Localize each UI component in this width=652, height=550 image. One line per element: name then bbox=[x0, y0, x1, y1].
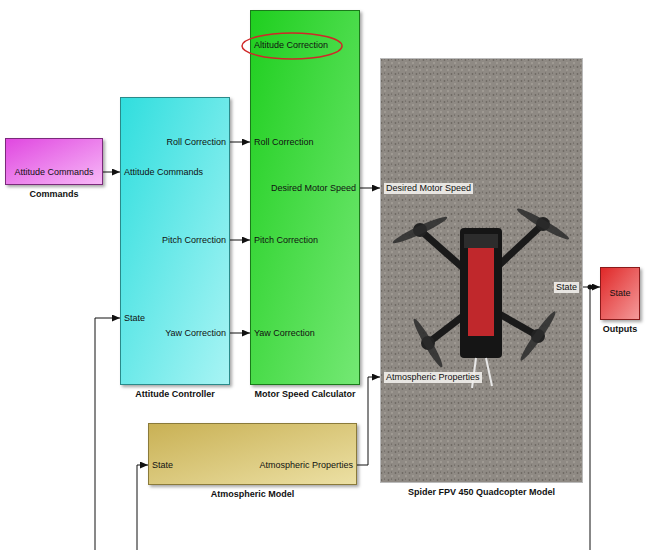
feedback-wire bbox=[95, 318, 120, 550]
propeller bbox=[515, 206, 571, 243]
port-label: State bbox=[152, 460, 173, 471]
controller-block: Attitude Commands Roll CorrectionPitch Co… bbox=[120, 97, 230, 385]
propeller bbox=[411, 317, 446, 369]
signal-wire bbox=[583, 287, 600, 288]
signal-wire bbox=[230, 333, 250, 334]
block-name: Spider FPV 450 Quadcopter Model bbox=[408, 487, 555, 498]
plant-block: Desired Motor SpeedStateAtmospheric Prop… bbox=[380, 58, 583, 483]
propeller bbox=[391, 214, 449, 247]
calculator-block: Altitude CorrectionRoll CorrectionDesire… bbox=[250, 10, 360, 385]
port-label: State bbox=[554, 282, 579, 293]
drone-body bbox=[460, 228, 502, 358]
port-label: Yaw Correction bbox=[254, 328, 315, 339]
source-block: Attitude CommandsCommands bbox=[5, 138, 103, 185]
signal-wire bbox=[360, 188, 380, 189]
port-label: State bbox=[609, 288, 630, 299]
port-label: Attitude Commands bbox=[14, 167, 93, 178]
port-label: Pitch Correction bbox=[162, 235, 226, 246]
battery-tape bbox=[468, 248, 494, 336]
top-plate bbox=[464, 234, 498, 248]
port-label: Desired Motor Speed bbox=[384, 183, 473, 194]
block-name: Atmospheric Model bbox=[211, 489, 295, 500]
signal-wire bbox=[103, 172, 120, 173]
signal-wire bbox=[230, 240, 250, 241]
quadcopter-photo bbox=[380, 58, 583, 483]
asphalt-ground bbox=[380, 58, 583, 483]
port-label: Yaw Correction bbox=[165, 328, 226, 339]
block-name: Commands bbox=[29, 189, 78, 200]
port-label: Attitude Commands bbox=[124, 167, 203, 178]
signal-wire bbox=[357, 377, 380, 465]
block-name: Outputs bbox=[603, 324, 638, 335]
port-label: Atmospheric Properties bbox=[384, 372, 482, 383]
port-label: Atmospheric Properties bbox=[259, 460, 353, 471]
highlight-ellipse bbox=[242, 33, 342, 59]
model-block: StateAtmospheric PropertiesAtmospheric M… bbox=[148, 423, 357, 485]
port-label: State bbox=[124, 313, 145, 324]
signal-wire bbox=[230, 142, 250, 143]
port-label: Pitch Correction bbox=[254, 235, 318, 246]
sink-block: StateOutputs bbox=[600, 267, 640, 320]
block-name: Motor Speed Calculator bbox=[254, 389, 355, 400]
propeller bbox=[518, 309, 559, 363]
port-label: Roll Correction bbox=[166, 137, 226, 148]
port-label: Roll Correction bbox=[254, 137, 314, 148]
antenna-wire bbox=[486, 358, 492, 386]
drone-frame bbox=[391, 206, 571, 388]
port-label: Altitude Correction bbox=[254, 40, 328, 51]
port-label: Desired Motor Speed bbox=[271, 183, 356, 194]
feedback-wire bbox=[590, 287, 591, 550]
feedback-wire bbox=[137, 465, 148, 550]
block-name: Attitude Controller bbox=[135, 389, 215, 400]
